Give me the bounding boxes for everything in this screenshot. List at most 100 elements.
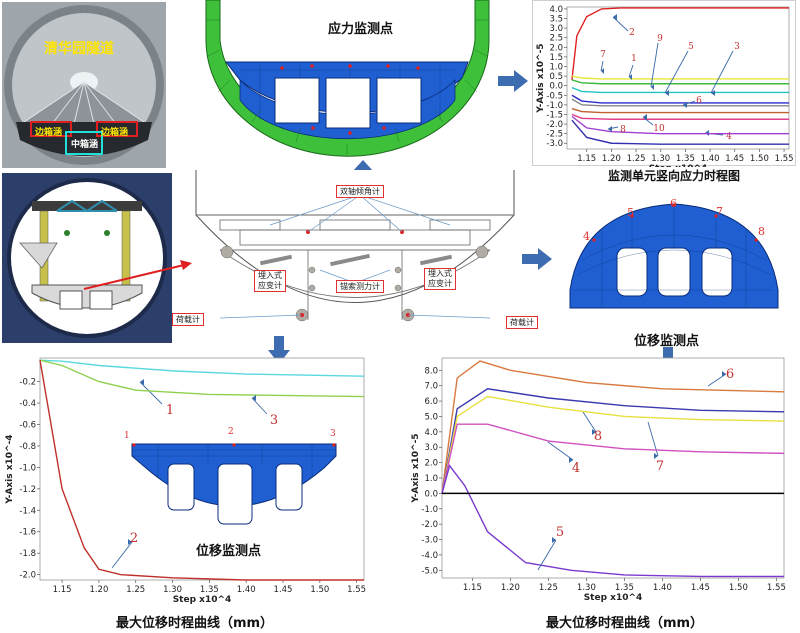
y-axis-label: Y-Axis x10^-5 (536, 43, 546, 113)
stress-model-figure (205, 0, 490, 157)
disp-point-5: 5 (627, 206, 634, 219)
y-tick-label: -1.8 (19, 549, 36, 559)
series-label-8: 8 (594, 429, 602, 444)
y-tick-label: 2.5 (549, 34, 563, 44)
y-tick-label: -0.4 (19, 399, 36, 409)
series-leader-1 (139, 381, 163, 405)
max-displacement-plot-right: 8.07.06.05.04.03.02.01.00.0-1.0-2.0-3.0-… (411, 357, 786, 603)
y-tick-label: 0.0 (549, 82, 563, 92)
series-line-5 (441, 464, 784, 578)
photo-title: 清华园隧道 (44, 41, 114, 57)
y-tick-label: 3.0 (424, 443, 438, 453)
max-disp-caption-right: 最大位移时程曲线（mm） (546, 616, 704, 631)
tunnel-photo: 清华园隧道 边箱涵 中箱涵 边箱涵 (2, 2, 166, 168)
series-label-6: 6 (696, 96, 702, 106)
series-leader-7 (600, 60, 604, 72)
series-line-1 (571, 79, 789, 85)
series-line-8 (571, 115, 789, 135)
y-tick-label: 0.0 (424, 489, 438, 499)
biaxial-inclinometer-label: 双轴倾角计 (336, 185, 384, 198)
x-tick-label: 1.25 (539, 583, 558, 593)
series-line-5 (571, 98, 789, 107)
series-leader-3 (710, 50, 734, 94)
y-tick-label: 7.0 (424, 382, 438, 392)
x-tick-label: 1.35 (200, 585, 219, 595)
series-arrowhead-3 (711, 90, 715, 96)
series-label-4: 4 (572, 461, 580, 476)
x-tick-label: 1.15 (53, 585, 72, 595)
right-box-label: 边箱涵 (101, 128, 129, 138)
series-arrowhead-8 (608, 126, 612, 132)
series-leader-2 (111, 541, 133, 569)
series-line-4 (571, 119, 789, 145)
series-leader-3 (251, 397, 268, 415)
series-arrowhead-6 (722, 371, 726, 377)
left-box-label: 边箱涵 (35, 128, 63, 138)
disp-points-caption-right: 位移监测点 (634, 334, 700, 349)
y-tick-label: -2.0 (546, 120, 563, 130)
x-tick-label: 1.50 (750, 154, 769, 164)
series-leader-5 (664, 50, 689, 94)
x-tick-label: 1.55 (775, 154, 794, 164)
x-axis-label: Step x10^4 (584, 593, 643, 603)
x-tick-label: 1.25 (627, 154, 646, 164)
y-tick-label: 4.0 (549, 5, 563, 15)
x-tick-label: 1.50 (729, 583, 748, 593)
embedded-strain-label-left: 埋入式 应变计 (254, 270, 286, 292)
y-tick-label: 1.5 (549, 53, 563, 63)
x-tick-label: 1.50 (310, 585, 329, 595)
x-axis-label: Step x10^4 (173, 595, 232, 605)
y-tick-label: -1.2 (19, 485, 36, 495)
x-tick-label: 1.25 (126, 585, 145, 595)
y-tick-label: -2.0 (421, 520, 438, 530)
series-label-3: 3 (734, 42, 740, 52)
series-arrowhead-1 (629, 74, 632, 80)
series-leader-1 (628, 64, 634, 78)
series-line-3 (571, 94, 789, 104)
series-label-10: 10 (653, 124, 665, 134)
y-tick-label: -4.0 (421, 551, 438, 561)
x-tick-label: 1.15 (577, 154, 596, 164)
x-tick-label: 1.35 (615, 583, 634, 593)
plot-frame (566, 6, 790, 150)
y-tick-label: 1.0 (549, 62, 563, 72)
series-arrowhead-8 (592, 429, 596, 435)
series-label-7: 7 (656, 459, 664, 474)
series-arrowhead-10 (643, 114, 647, 120)
y-tick-label: 2.0 (549, 43, 563, 53)
x-tick-label: 1.45 (725, 154, 744, 164)
embedded-strain-label-right: 埋入式 应变计 (424, 268, 456, 290)
anchor-dynamometer-label: 锚索测力计 (336, 280, 384, 293)
x-tick-label: 1.40 (237, 585, 256, 595)
stress-history-plot: 4.03.53.02.52.01.51.00.50.0-0.5-1.0-1.5-… (536, 5, 794, 174)
series-line-2 (39, 360, 364, 581)
y-tick-label: -3.0 (421, 536, 438, 546)
y-tick-label: -3.0 (546, 139, 563, 149)
y-tick-label: 2.0 (424, 459, 438, 469)
series-arrowhead-4 (569, 457, 573, 463)
series-label-3: 3 (270, 413, 278, 428)
series-line-7 (571, 75, 789, 80)
series-label-5: 5 (556, 525, 564, 540)
x-tick-label: 1.40 (701, 154, 720, 164)
x-tick-label: 1.20 (501, 583, 520, 593)
y-tick-label: 3.0 (549, 24, 563, 34)
load-cell-label-right: 荷载计 (506, 316, 538, 329)
y-tick-label: 3.5 (549, 15, 563, 25)
x-tick-label: 1.30 (163, 585, 182, 595)
series-arrowhead-6 (683, 102, 687, 108)
y-tick-label: -0.6 (19, 420, 36, 430)
x-tick-label: 1.35 (676, 154, 695, 164)
series-label-4: 4 (726, 132, 732, 142)
construction-machine-image (2, 173, 172, 343)
y-tick-label: -1.0 (19, 463, 36, 473)
x-tick-label: 1.15 (463, 583, 482, 593)
series-arrowhead-2 (128, 539, 132, 545)
series-leader-4 (547, 441, 574, 461)
series-line-3 (39, 359, 365, 398)
series-label-2: 2 (629, 28, 635, 38)
x-tick-label: 1.20 (602, 154, 621, 164)
x-tick-label: 1.30 (577, 583, 596, 593)
series-line-2 (571, 7, 789, 80)
